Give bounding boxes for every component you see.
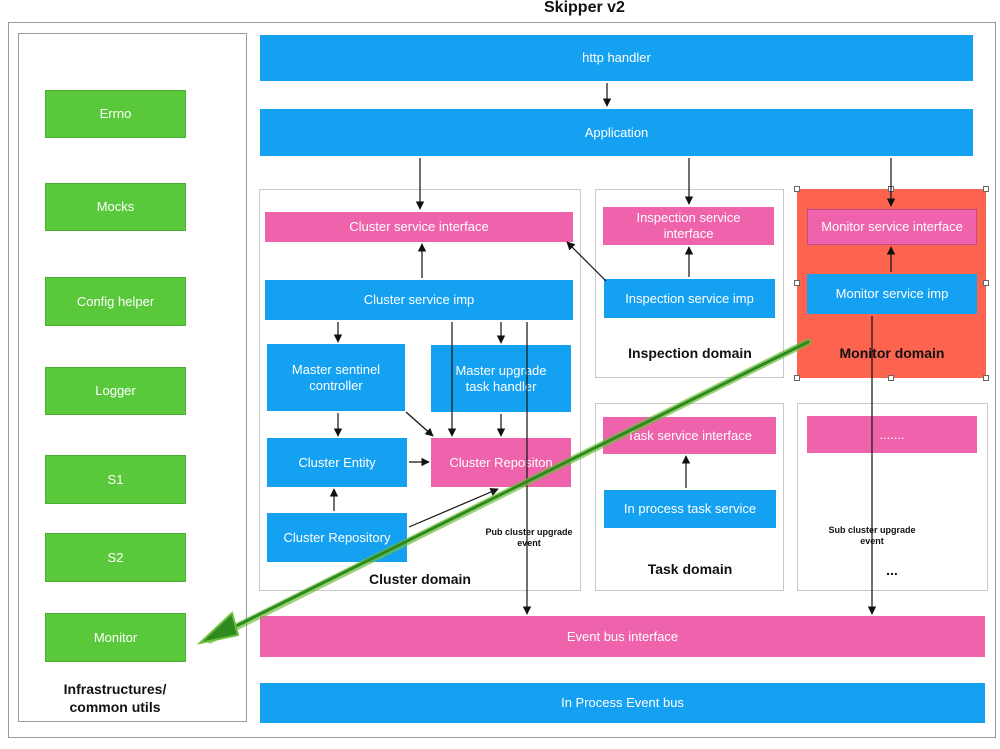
selection-handle-n[interactable]	[888, 186, 894, 192]
errno-box: Errno	[45, 90, 186, 138]
selection-handle-s[interactable]	[888, 375, 894, 381]
selection-handle-se[interactable]	[983, 375, 989, 381]
monitor-service-interface: Monitor service interface	[807, 209, 977, 245]
task-service-interface: Task service interface	[603, 417, 776, 454]
selection-handle-ne[interactable]	[983, 186, 989, 192]
inspection-service-imp: Inspection service imp	[604, 279, 775, 318]
s1-box: S1	[45, 455, 186, 504]
monitor-domain-label: Monitor domain	[839, 345, 945, 361]
cluster-domain-label: Cluster domain	[369, 571, 471, 587]
selection-handle-e[interactable]	[983, 280, 989, 286]
pub-event-label: Pub cluster upgrade event	[474, 527, 584, 549]
monitor-service-imp: Monitor service imp	[807, 274, 977, 314]
inspection-interface-line-1: Inspection service	[636, 210, 741, 225]
event-bus-interface: Event bus interface	[260, 616, 985, 657]
cluster-repository-pink: Cluster Repositon	[431, 438, 571, 487]
selection-handle-nw[interactable]	[794, 186, 800, 192]
logger-box: Logger	[45, 367, 186, 415]
sub-event-line-2: event	[860, 536, 884, 546]
inspection-service-interface: Inspection service interface	[603, 207, 774, 245]
sub-event-label: Sub cluster upgrade event	[810, 525, 934, 547]
caption-line-1: Infrastructures/	[63, 681, 167, 697]
sub-event-line-1: Sub cluster upgrade	[828, 525, 916, 535]
master-sentinel-line-1: Master sentinel	[291, 361, 381, 377]
s2-box: S2	[45, 533, 186, 582]
pub-event-line-2: event	[517, 538, 541, 548]
monitor-box: Monitor	[45, 613, 186, 662]
cluster-repository-blue: Cluster Repository	[267, 513, 407, 562]
selection-handle-sw[interactable]	[794, 375, 800, 381]
pub-event-line-1: Pub cluster upgrade	[485, 527, 573, 537]
cluster-entity: Cluster Entity	[267, 438, 407, 487]
inspection-interface-line-2: interface	[663, 226, 714, 241]
more-domain-box: .......	[807, 416, 977, 453]
cluster-service-imp: Cluster service imp	[265, 280, 573, 320]
diagram-title: Skipper v2	[544, 0, 625, 16]
cluster-service-interface: Cluster service interface	[265, 212, 573, 242]
caption-line-2: common utils	[69, 699, 161, 715]
http-handler-bar: http handler	[260, 35, 973, 81]
inspection-domain-label: Inspection domain	[628, 345, 752, 361]
more-domain-label: ...	[886, 562, 898, 578]
mocks-box: Mocks	[45, 183, 186, 231]
master-sentinel-controller: Master sentinel controller	[267, 344, 405, 411]
master-upgrade-task-handler: Master upgrade task handler	[431, 345, 571, 412]
task-domain-label: Task domain	[647, 561, 733, 577]
selection-handle-w[interactable]	[794, 280, 800, 286]
application-bar: Application	[260, 109, 973, 156]
master-upgrade-line-1: Master upgrade	[455, 362, 547, 378]
master-sentinel-line-2: controller	[309, 377, 363, 393]
in-process-task-service: In process task service	[604, 490, 776, 528]
master-upgrade-line-2: task handler	[465, 378, 537, 394]
config-helper-box: Config helper	[45, 277, 186, 326]
in-process-event-bus: In Process Event bus	[260, 683, 985, 723]
left-panel-caption: Infrastructures/ common utils	[40, 680, 190, 716]
